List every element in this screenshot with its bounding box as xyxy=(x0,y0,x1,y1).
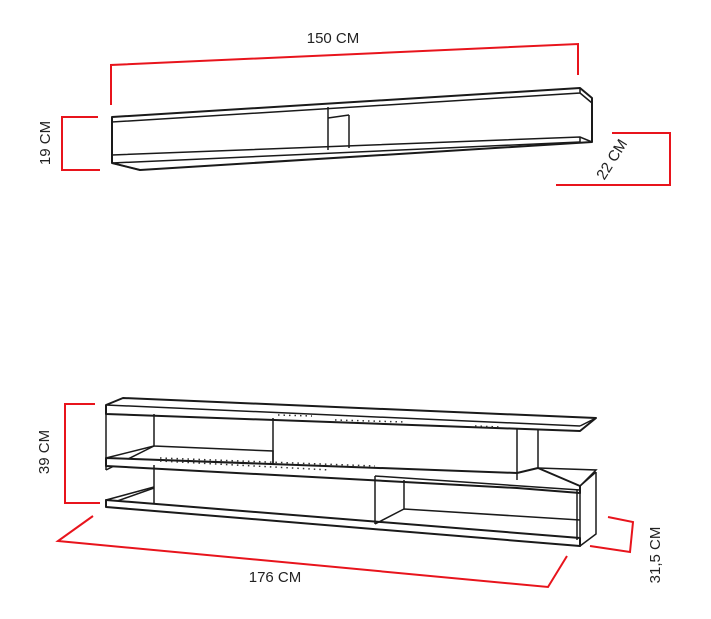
tv-unit-depth-label: 31,5 CM xyxy=(647,527,664,584)
tv-unit-height-label: 39 CM xyxy=(36,430,53,474)
wall-shelf-width-dimension xyxy=(110,42,579,105)
wall-shelf-depth-dimension xyxy=(556,132,671,186)
tv-unit-depth-dimension xyxy=(589,516,635,554)
wall-shelf-height-label: 19 CM xyxy=(37,121,54,165)
wall-shelf-width-label: 150 CM xyxy=(307,30,360,47)
tv-unit-width-dimension xyxy=(55,515,568,589)
wall-shelf-depth-label: 22 CM xyxy=(593,136,631,182)
wall-shelf-height-dimension xyxy=(61,116,100,171)
tv-unit-height-dimension xyxy=(64,403,100,504)
wall-shelf-drawing xyxy=(111,87,593,171)
tv-unit-width-label: 176 CM xyxy=(249,569,302,586)
tv-unit-drawing xyxy=(105,397,598,547)
